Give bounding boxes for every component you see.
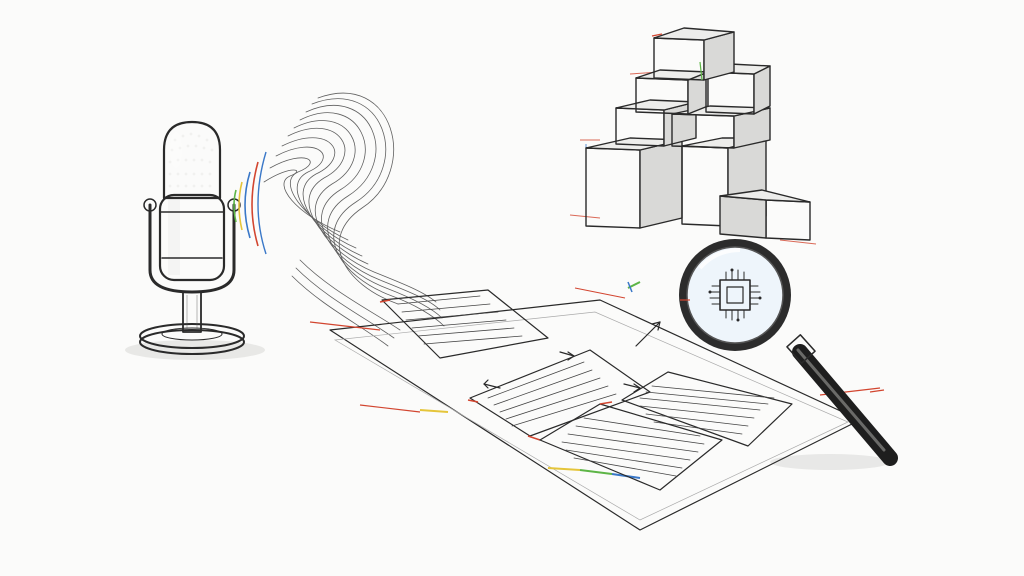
text-card-icon	[379, 289, 549, 359]
magnifying-glass-icon	[679, 239, 898, 466]
chip-icon	[708, 268, 762, 322]
magnifier-shadow	[770, 454, 890, 470]
text-card-icon	[621, 371, 793, 447]
text-card-icon	[467, 349, 651, 441]
text-card-icon	[539, 401, 723, 491]
microphone-icon	[139, 120, 245, 355]
connector-arrows	[483, 321, 661, 393]
cube-stack-icon	[569, 27, 817, 245]
sound-wave-icon	[233, 92, 445, 347]
document-icon	[309, 281, 881, 531]
